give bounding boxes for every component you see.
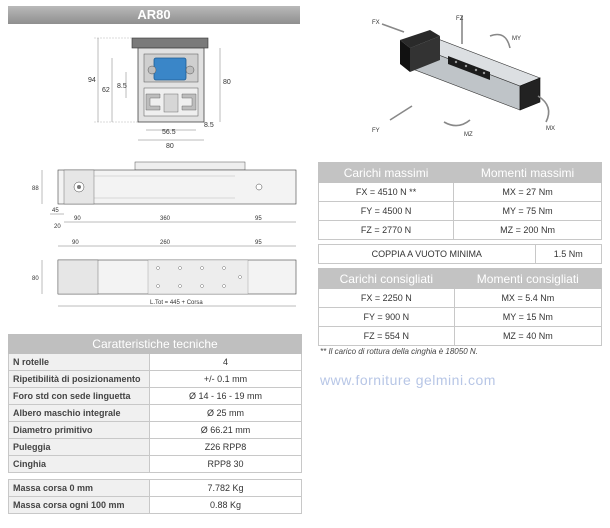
- side-dim-20: 20: [54, 224, 61, 230]
- idle-torque-label: COPPIA A VUOTO MINIMA: [318, 244, 536, 264]
- side-dim-88: 88: [32, 186, 39, 192]
- mass-value: 7.782 Kg: [149, 479, 302, 497]
- max-moments-header: Momenti massimi: [453, 162, 602, 183]
- side-dim-360: 360: [160, 216, 171, 222]
- top-dim-total: L.Tot = 445 + Corsa: [150, 300, 203, 306]
- load-cell: FX = 2250 N: [318, 288, 455, 308]
- dim-80-width: 80: [166, 143, 174, 150]
- load-cell: FY = 4500 N: [317, 201, 455, 221]
- dim-62: 62: [102, 87, 110, 94]
- cross-section-drawing: 94 62 8.5 80 8.5 56.5 80: [88, 37, 231, 150]
- mass-label: Massa corsa ogni 100 mm: [8, 496, 150, 514]
- product-title: AR80: [8, 6, 300, 24]
- idle-torque-value: 1.5 Nm: [534, 244, 603, 264]
- spec-value: Z26 RPP8: [149, 438, 302, 456]
- table-row: Ripetibilità di posizionamento+/- 0.1 mm: [8, 370, 302, 388]
- watermark: www.forniture gelmini.com: [320, 372, 496, 388]
- spec-label: Ripetibilità di posizionamento: [8, 370, 150, 388]
- top-dim-80: 80: [32, 276, 39, 282]
- max-loads-header: Carichi massimi: [317, 162, 455, 183]
- isometric-view: FX FZ MY FY MZ MX: [372, 16, 555, 138]
- iso-label-fy: FY: [372, 128, 380, 134]
- spec-label: N rotelle: [8, 353, 150, 371]
- spec-label: Diametro primitivo: [8, 421, 150, 439]
- spec-value: 4: [149, 353, 302, 371]
- moment-cell: MZ = 200 Nm: [453, 220, 602, 240]
- load-cell: FZ = 2770 N: [317, 220, 455, 240]
- spec-label: Foro std con sede linguetta: [8, 387, 150, 405]
- moment-cell: MZ = 40 Nm: [453, 326, 603, 346]
- spec-value: Ø 66.21 mm: [149, 421, 302, 439]
- load-cell: FZ = 554 N: [318, 326, 455, 346]
- top-view-drawing: 90 260 95 80 L.Tot = 445 + Corsa: [32, 240, 297, 307]
- load-cell: FX = 4510 N **: [317, 182, 455, 202]
- dim-94: 94: [88, 77, 96, 84]
- side-dim-90: 90: [74, 216, 81, 222]
- iso-label-fz: FZ: [456, 16, 464, 22]
- spec-value: RPP8 30: [149, 455, 302, 473]
- rec-moments-header: Momenti consigliati: [453, 268, 603, 289]
- mass-label: Massa corsa 0 mm: [8, 479, 150, 497]
- side-view-drawing: 88 45 90 360 95 20: [32, 161, 297, 230]
- table-row: FX = 4510 N **MX = 27 Nm: [317, 182, 602, 202]
- spec-value: Ø 25 mm: [149, 404, 302, 422]
- moment-cell: MX = 27 Nm: [453, 182, 602, 202]
- spec-table-header: Caratteristiche tecniche: [8, 334, 302, 354]
- moment-cell: MY = 75 Nm: [453, 201, 602, 221]
- spec-value: +/- 0.1 mm: [149, 370, 302, 388]
- iso-label-my: MY: [512, 36, 521, 42]
- mass-value: 0.88 Kg: [149, 496, 302, 514]
- spec-label: Puleggia: [8, 438, 150, 456]
- dim-56-5: 56.5: [162, 129, 176, 136]
- belt-note: ** Il carico di rottura della cinghia è …: [320, 347, 478, 356]
- dim-8-5-left: 8.5: [117, 83, 127, 90]
- spec-label: Cinghia: [8, 455, 150, 473]
- spec-label: Albero maschio integrale: [8, 404, 150, 422]
- top-dim-90: 90: [72, 240, 79, 246]
- top-dim-260: 260: [160, 240, 171, 246]
- top-dim-95: 95: [255, 240, 262, 246]
- iso-label-mx: MX: [546, 126, 555, 132]
- side-dim-95: 95: [255, 216, 262, 222]
- iso-label-mz: MZ: [464, 132, 473, 138]
- moment-cell: MX = 5.4 Nm: [453, 288, 603, 308]
- load-cell: FY = 900 N: [318, 307, 455, 327]
- rec-loads-header: Carichi consigliati: [318, 268, 455, 289]
- moment-cell: MY = 15 Nm: [453, 307, 603, 327]
- side-dim-45: 45: [52, 208, 59, 214]
- dim-8-5-right: 8.5: [204, 122, 214, 129]
- dim-80-height: 80: [223, 79, 231, 86]
- iso-label-fx: FX: [372, 20, 380, 26]
- spec-value: Ø 14 - 16 - 19 mm: [149, 387, 302, 405]
